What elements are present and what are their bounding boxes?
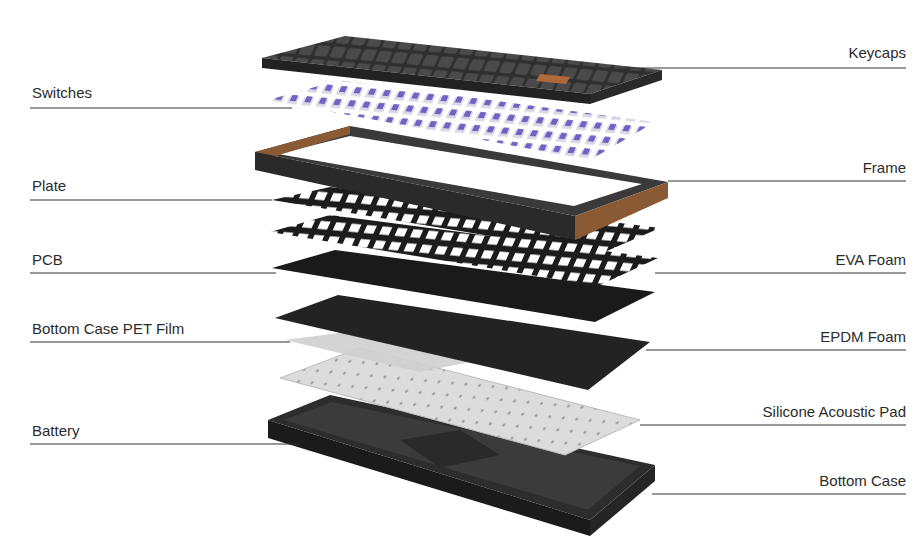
part-label: Frame	[863, 159, 906, 177]
part-label: Plate	[32, 177, 66, 195]
part-label: Battery	[32, 422, 80, 440]
part-label: Switches	[32, 84, 92, 102]
part-label: EVA Foam	[835, 251, 906, 269]
part-label: Bottom Case	[819, 472, 906, 490]
leader-lines	[30, 68, 906, 494]
part-label: PCB	[32, 251, 63, 269]
part-label: EPDM Foam	[820, 328, 906, 346]
part-label: Silicone Acoustic Pad	[763, 403, 906, 421]
part-label: Bottom Case PET Film	[32, 320, 184, 338]
part-label: Keycaps	[848, 44, 906, 62]
keycaps	[262, 36, 662, 104]
